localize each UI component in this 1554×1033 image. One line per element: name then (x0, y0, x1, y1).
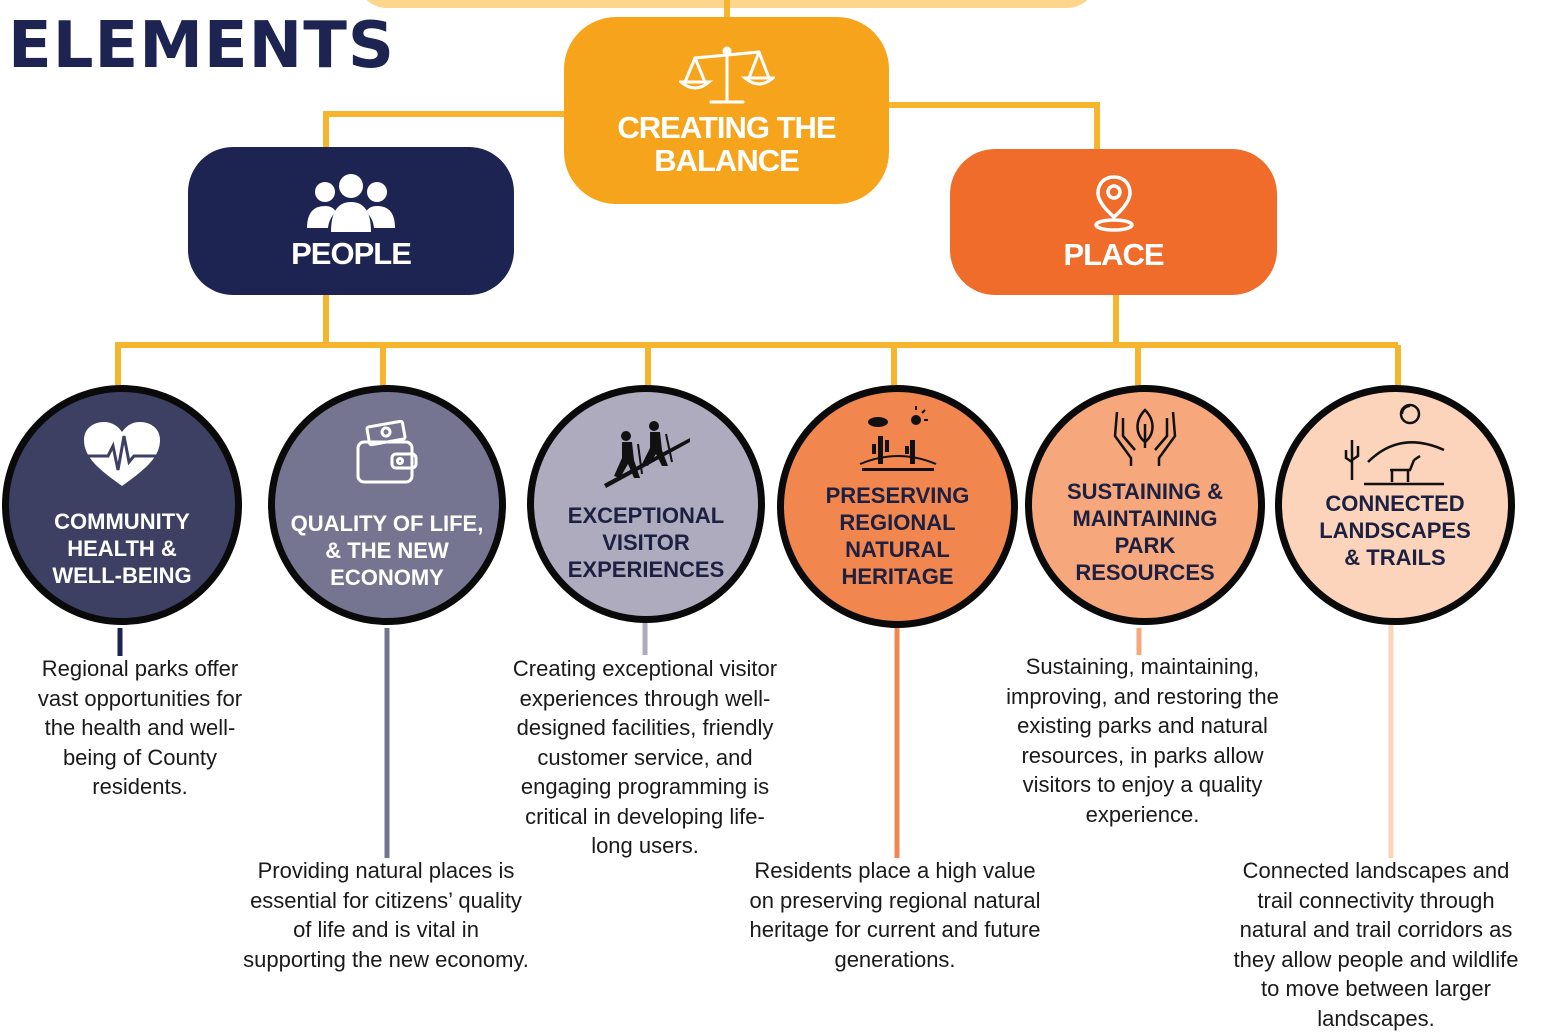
desc-3-line-5: engaging programming is (480, 772, 810, 802)
element-4-line-2: REGIONAL (826, 509, 970, 536)
desc-3-line-1: Creating exceptional visitor (480, 654, 810, 684)
desc-5-line-5: visitors to enjoy a quality (970, 770, 1315, 800)
desc-1-line-1: Regional parks offer (5, 654, 275, 684)
desc-4-line-2: on preserving regional natural (720, 886, 1070, 916)
people-group-icon (305, 172, 397, 234)
element-park-resources: SUSTAINING & MAINTAINING PARK RESOURCES (1025, 385, 1265, 625)
scales-icon (679, 44, 775, 108)
desc-6-line-1: Connected landscapes and (1200, 856, 1552, 886)
description-connected-landscapes: Connected landscapes and trail connectiv… (1200, 856, 1552, 1033)
element-4-line-1: PRESERVING (826, 482, 970, 509)
desc-3-line-3: designed facilities, friendly (480, 713, 810, 743)
desc-2-line-2: essential for citizens’ quality (210, 886, 562, 916)
center-node: CREATING THE BALANCE (564, 17, 889, 204)
element-1-line-1: COMMUNITY (52, 508, 191, 535)
people-node: PEOPLE (188, 147, 514, 295)
description-quality-of-life: Providing natural places is essential fo… (210, 856, 562, 974)
desc-6-line-3: natural and trail corridors as (1200, 915, 1552, 945)
element-5-line-2: MAINTAINING (1067, 505, 1223, 532)
element-3-line-1: EXCEPTIONAL (568, 502, 725, 529)
connector-center-place (889, 105, 1097, 155)
element-3-line-3: EXPERIENCES (568, 556, 725, 583)
element-2-line-1: QUALITY OF LIFE, (291, 510, 484, 537)
desc-1-line-3: the health and well- (5, 713, 275, 743)
desc-6-line-5: to move between larger (1200, 974, 1552, 1004)
center-label-line1: CREATING THE (617, 112, 835, 145)
place-node: PLACE (950, 149, 1277, 295)
desc-5-line-1: Sustaining, maintaining, (970, 652, 1315, 682)
element-6-line-1: CONNECTED (1319, 490, 1471, 517)
desc-3-line-6: critical in developing life- (480, 802, 810, 832)
desc-2-line-4: supporting the new economy. (210, 945, 562, 975)
desc-4-line-4: generations. (720, 945, 1070, 975)
element-6-line-3: & TRAILS (1319, 544, 1471, 571)
desc-1-line-4: being of County (5, 743, 275, 773)
desc-5-line-6: experience. (970, 800, 1315, 830)
description-natural-heritage: Residents place a high value on preservi… (720, 856, 1070, 974)
element-2-line-3: ECONOMY (291, 564, 484, 591)
description-park-resources: Sustaining, maintaining, improving, and … (970, 652, 1315, 829)
heart-pulse-icon (82, 420, 162, 490)
people-label: PEOPLE (291, 238, 411, 271)
wallet-icon (352, 420, 422, 486)
element-2-line-2: & THE NEW (291, 537, 484, 564)
element-4-line-3: NATURAL (826, 536, 970, 563)
center-label-line2: BALANCE (654, 145, 799, 178)
desc-4-line-1: Residents place a high value (720, 856, 1070, 886)
element-connected-landscapes: CONNECTED LANDSCAPES & TRAILS (1275, 385, 1515, 625)
connector-center-people (326, 114, 564, 150)
desc-6-line-4: they allow people and wildlife (1200, 945, 1552, 975)
desc-1-line-5: residents. (5, 772, 275, 802)
desc-1-line-2: vast opportunities for (5, 684, 275, 714)
map-pin-icon (1092, 173, 1136, 233)
element-4-line-4: HERITAGE (826, 563, 970, 590)
element-5-line-4: RESOURCES (1067, 559, 1223, 586)
hands-leaf-icon (1107, 402, 1183, 468)
element-natural-heritage: PRESERVING REGIONAL NATURAL HERITAGE (777, 385, 1018, 628)
desc-3-line-2: experiences through well- (480, 684, 810, 714)
description-community-health: Regional parks offer vast opportunities … (5, 654, 275, 802)
hikers-icon (598, 418, 694, 488)
element-community-health: COMMUNITY HEALTH & WELL-BEING (2, 385, 242, 625)
element-6-line-2: LANDSCAPES (1319, 517, 1471, 544)
desc-5-line-4: resources, in parks allow (970, 741, 1315, 771)
desc-5-line-3: existing parks and natural (970, 711, 1315, 741)
desc-3-line-4: customer service, and (480, 743, 810, 773)
desc-6-line-2: trail connectivity through (1200, 886, 1552, 916)
place-label: PLACE (1063, 239, 1163, 272)
description-visitor-experiences: Creating exceptional visitor experiences… (480, 654, 810, 861)
element-quality-of-life: QUALITY OF LIFE, & THE NEW ECONOMY (268, 385, 506, 625)
element-5-line-1: SUSTAINING & (1067, 478, 1223, 505)
element-visitor-experiences: EXCEPTIONAL VISITOR EXPERIENCES (527, 385, 765, 623)
desc-6-line-6: landscapes. (1200, 1004, 1552, 1033)
cactus-deer-icon (1340, 400, 1450, 496)
desc-2-line-3: of life and is vital in (210, 915, 562, 945)
desc-4-line-3: heritage for current and future (720, 915, 1070, 945)
element-5-line-3: PARK (1067, 532, 1223, 559)
desert-landscape-icon (858, 406, 938, 478)
element-1-line-2: HEALTH & (52, 535, 191, 562)
desc-5-line-2: improving, and restoring the (970, 682, 1315, 712)
element-3-line-2: VISITOR (568, 529, 725, 556)
element-1-line-3: WELL-BEING (52, 562, 191, 589)
